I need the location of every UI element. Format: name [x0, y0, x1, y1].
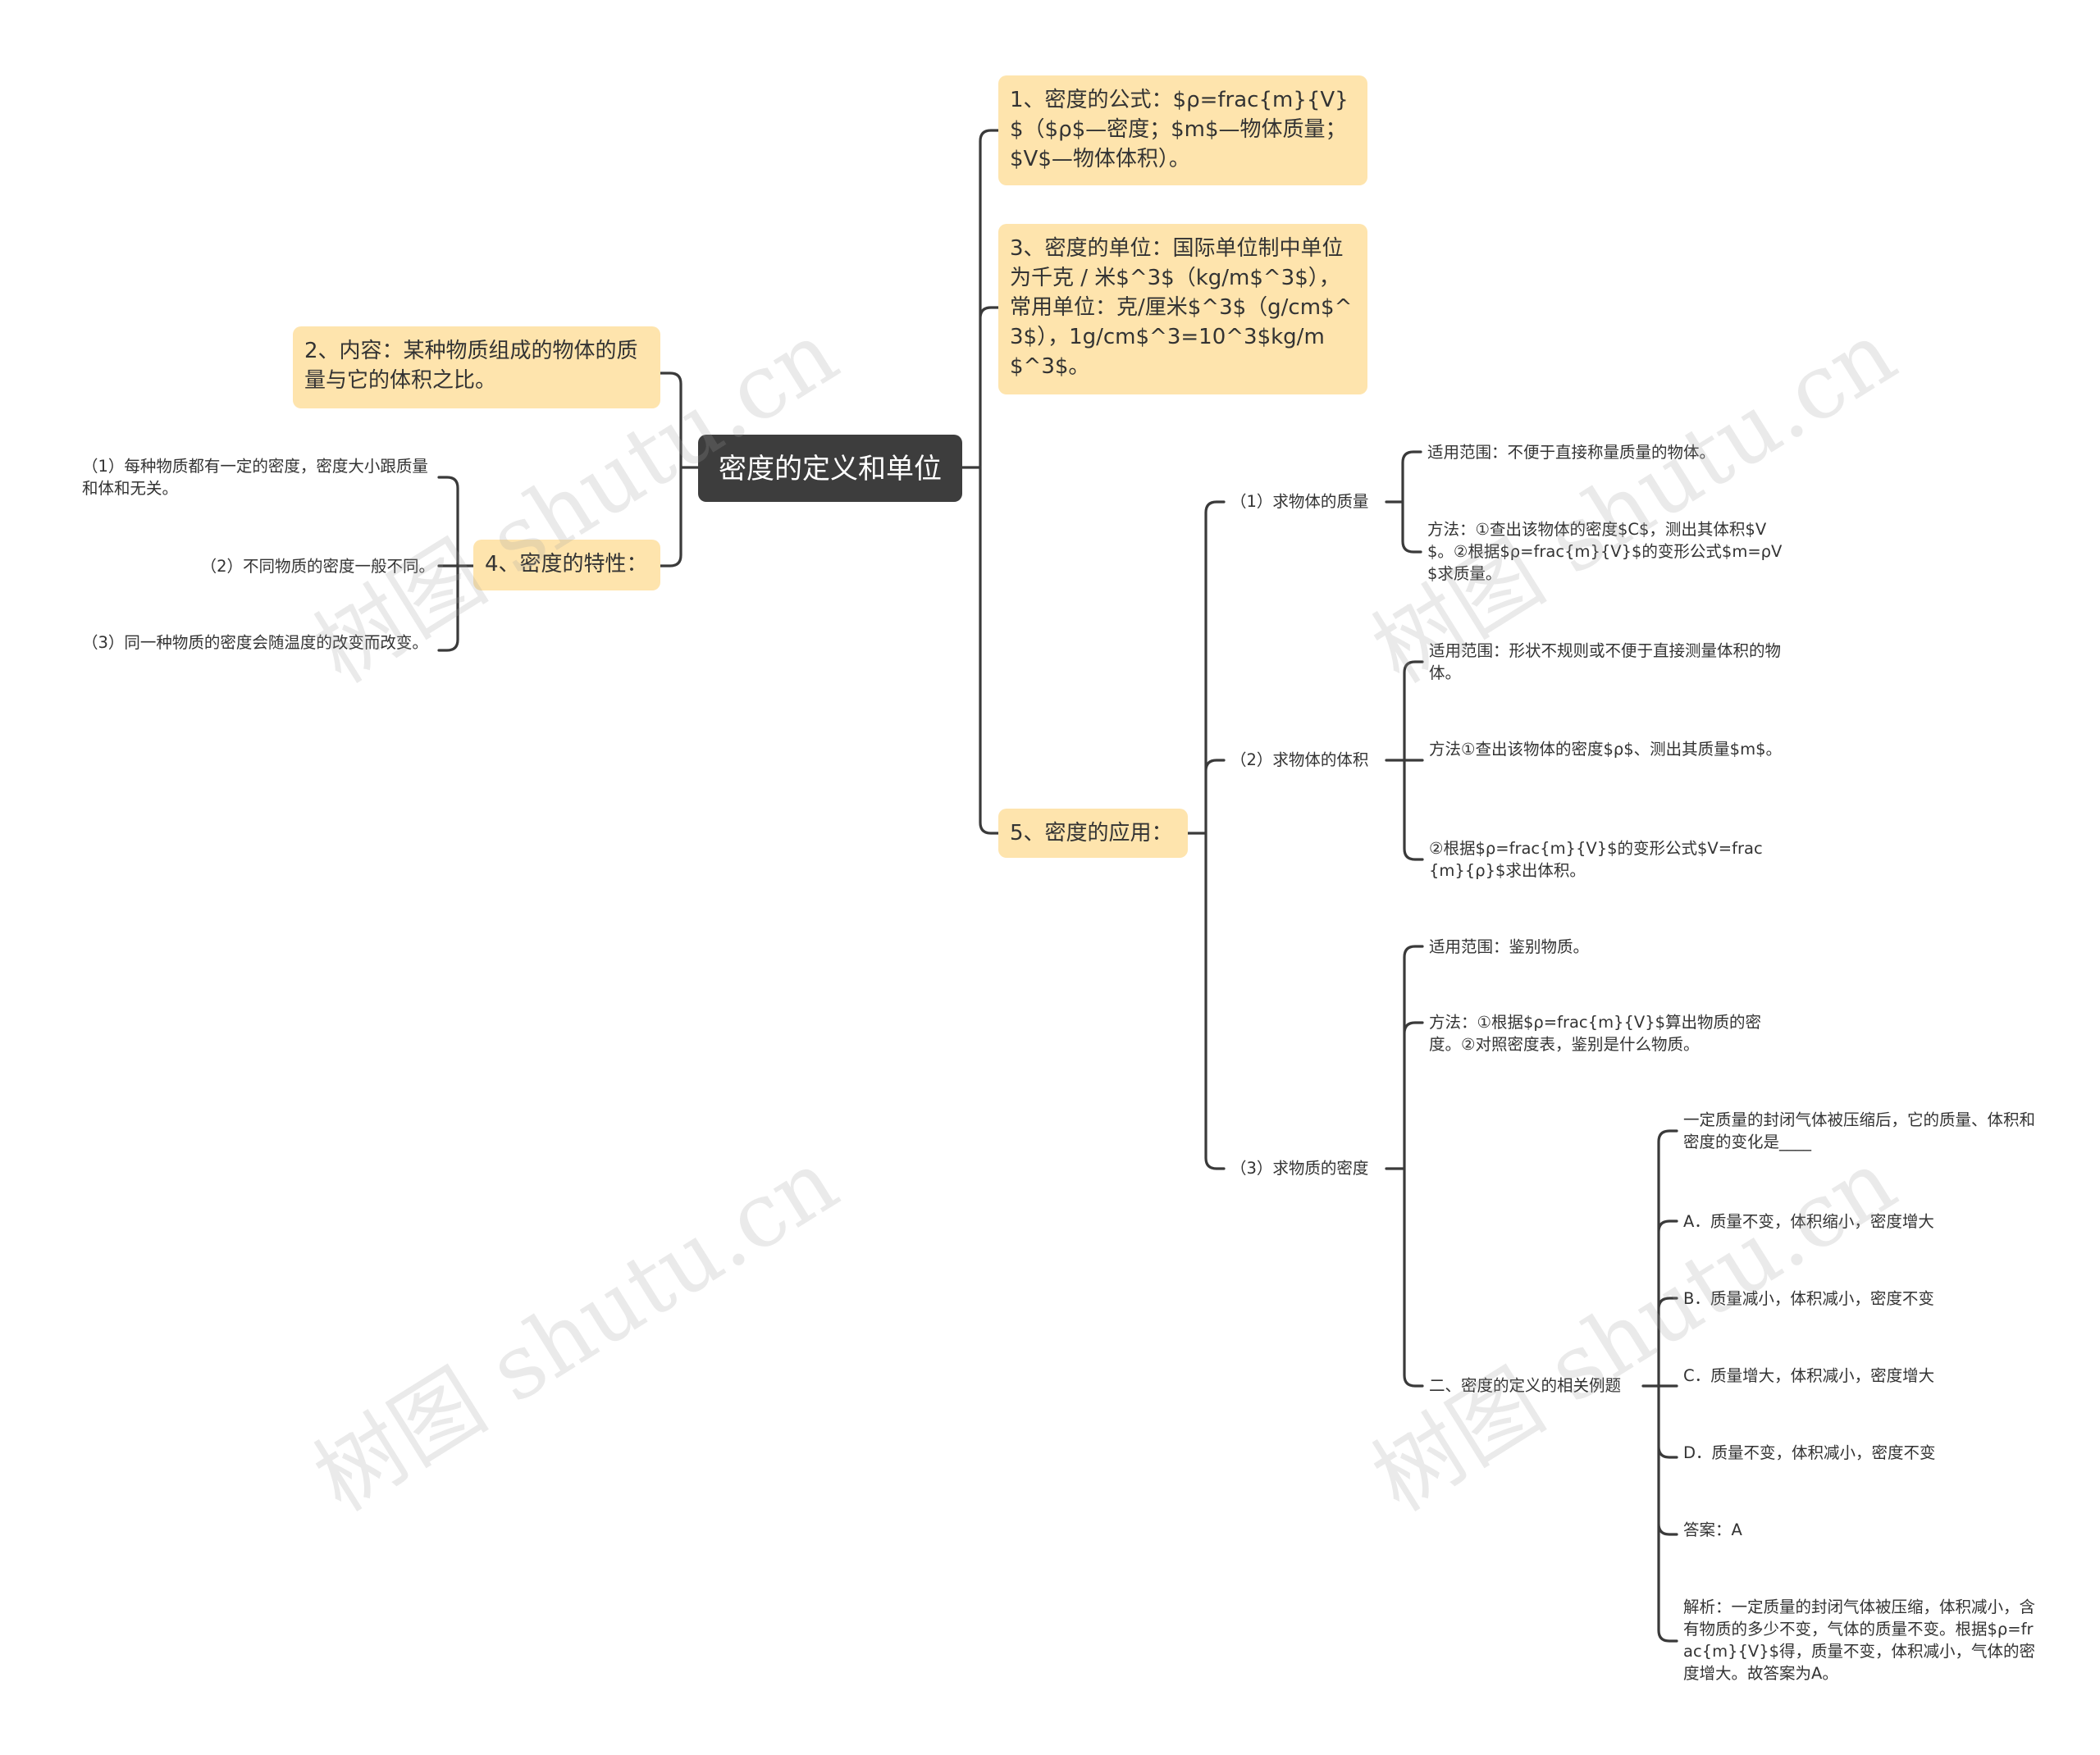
property-item-2[interactable]: （2）不同物质的密度一般不同。 [200, 557, 435, 576]
mass-item-2[interactable]: 方法：①查出该物体的密度$C$，测出其体积$V$。②根据$ρ=frac{m}{V… [1427, 520, 1783, 583]
unit-node[interactable]: 3、密度的单位：国际单位制中单位为千克 / 米$^3$（kg/m$^3$），常用… [998, 224, 1367, 394]
formula-text: 1、密度的公式：$ρ=frac{m}{V}$（$ρ$—密度；$m$—物体质量；$… [1010, 88, 1349, 171]
density-item-1[interactable]: 适用范围：鉴别物质。 [1429, 937, 1590, 956]
content-text: 2、内容：某种物质组成的物体的质量与它的体积之比。 [304, 339, 638, 393]
property-item-3[interactable]: （3）同一种物质的密度会随温度的改变而改变。 [82, 633, 428, 652]
volume-node[interactable]: （2）求物体的体积 [1230, 750, 1369, 769]
formula-node[interactable]: 1、密度的公式：$ρ=frac{m}{V}$（$ρ$—密度；$m$—物体质量；$… [998, 75, 1367, 185]
example-option-b[interactable]: B．质量减小，体积减小，密度不变 [1683, 1289, 1934, 1308]
connector-density [1385, 945, 1424, 1388]
connector-volume [1385, 660, 1424, 861]
example-answer[interactable]: 答案：A [1683, 1520, 1742, 1539]
mass-item-1[interactable]: 适用范围：不便于直接称量质量的物体。 [1427, 443, 1716, 462]
root-node[interactable]: 密度的定义和单位 [698, 435, 962, 502]
example-option-c[interactable]: C．质量增大，体积减小，密度增大 [1683, 1366, 1935, 1385]
connector-root-left [659, 372, 700, 568]
property-label: 4、密度的特性： [485, 552, 648, 577]
connector-application [1186, 500, 1226, 1170]
connector-root-right [961, 129, 1000, 835]
volume-item-2[interactable]: 方法①查出该物体的密度$ρ$、测出其质量$m$。 [1429, 740, 1782, 759]
example-node[interactable]: 二、密度的定义的相关例题 [1429, 1376, 1622, 1395]
content-node[interactable]: 2、内容：某种物质组成的物体的质量与它的体积之比。 [293, 326, 660, 408]
example-option-a[interactable]: A．质量不变，体积缩小，密度增大 [1683, 1212, 1934, 1231]
connector-example [1641, 1129, 1678, 1643]
unit-text: 3、密度的单位：国际单位制中单位为千克 / 米$^3$（kg/m$^3$），常用… [1010, 236, 1353, 379]
property-node[interactable]: 4、密度的特性： [473, 540, 660, 590]
volume-item-3[interactable]: ②根据$ρ=frac{m}{V}$的变形公式$V=frac{m}{ρ}$求出体积… [1429, 839, 1763, 880]
root-title: 密度的定义和单位 [719, 453, 942, 485]
density-item-2[interactable]: 方法：①根据$ρ=frac{m}{V}$算出物质的密度。②对照密度表，鉴别是什么… [1429, 1013, 1762, 1054]
example-explanation[interactable]: 解析：一定质量的封闭气体被压缩，体积减小，含有物质的多少不变，气体的质量不变。根… [1683, 1598, 2036, 1683]
connector-mass [1385, 450, 1422, 554]
density-node[interactable]: （3）求物质的密度 [1230, 1159, 1369, 1178]
example-option-d[interactable]: D．质量不变，体积减小，密度不变 [1683, 1443, 1936, 1462]
volume-item-1[interactable]: 适用范围：形状不规则或不便于直接测量体积的物体。 [1429, 641, 1782, 682]
property-item-1[interactable]: （1）每种物质都有一定的密度，密度大小跟质量和体和无关。 [82, 457, 428, 498]
application-label: 5、密度的应用： [1010, 821, 1173, 846]
example-question[interactable]: 一定质量的封闭气体被压缩后，它的质量、体积和密度的变化是____ [1683, 1110, 2036, 1151]
mass-node[interactable]: （1）求物体的质量 [1230, 492, 1369, 511]
application-node[interactable]: 5、密度的应用： [998, 809, 1188, 858]
connector-property [437, 476, 475, 652]
